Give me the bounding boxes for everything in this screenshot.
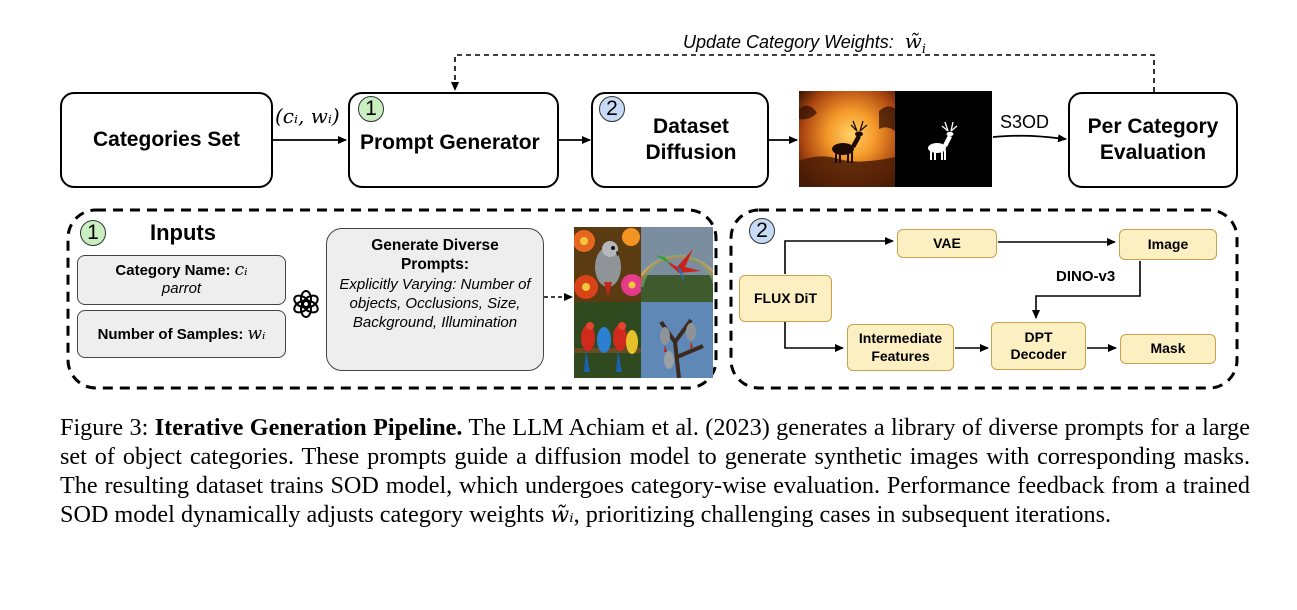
parrots-group-graphic xyxy=(574,302,641,378)
intermediate-line2: Features xyxy=(871,347,930,364)
categories-set-box: Categories Set xyxy=(60,92,273,188)
feedback-label-text: Update Category Weights: xyxy=(683,32,894,52)
caption-prefix: Figure 3: xyxy=(60,414,155,441)
mask-box: Mask xyxy=(1120,334,1216,364)
parrots-tree-graphic xyxy=(641,302,713,378)
category-name-value: parrot xyxy=(161,280,202,297)
intermediate-line1: Intermediate xyxy=(858,330,943,346)
feedback-loop-arrow xyxy=(451,54,1155,92)
inputs-title: Inputs xyxy=(150,220,216,245)
caption-text-2: , prioritizing challenging cases in subs… xyxy=(573,501,1112,528)
categories-set-label: Categories Set xyxy=(92,127,241,151)
dataset-diffusion-line1: Dataset xyxy=(653,114,729,138)
feedback-weight-symbol: w̃i xyxy=(904,29,926,57)
generated-deer-image xyxy=(799,91,895,187)
per-category-line2: Evaluation xyxy=(1099,141,1207,164)
category-name-card: Category Name: cᵢ parrot xyxy=(77,255,286,305)
flux-dit-box: FLUX DiT xyxy=(739,275,832,322)
caption-text-1: The LLM Achiam et al. (2023) generates a… xyxy=(60,414,1250,528)
per-category-evaluation-box: Per Category Evaluation xyxy=(1068,92,1238,188)
sample-image-parrots-group xyxy=(574,302,641,378)
prompt-title-line2: Prompts: xyxy=(400,255,470,273)
arrow-flux-to-features xyxy=(784,322,844,352)
panel2-border xyxy=(729,208,1239,390)
image-box: Image xyxy=(1119,229,1217,260)
sample-image-parrot-flowers xyxy=(574,227,641,302)
deer-mask-graphic xyxy=(928,121,958,160)
category-name-symbol: cᵢ xyxy=(234,260,248,280)
caption-bold-title: Iterative Generation Pipeline. xyxy=(154,414,463,441)
intermediate-features-box: Intermediate Features xyxy=(847,324,954,371)
samples-label: Number of Samples: xyxy=(97,325,244,343)
panel1-border xyxy=(66,208,718,390)
arrow-image-to-dpt xyxy=(1032,261,1141,319)
prompt-body: Explicitly Varying: Number of objects, O… xyxy=(339,276,531,331)
dataset-diffusion-box: Dataset Diffusion xyxy=(591,92,769,188)
llm-knot-graphic xyxy=(293,290,319,318)
sample-image-parrots-tree xyxy=(641,302,713,378)
arrow-s3od-to-evaluation xyxy=(992,134,1067,143)
sample-image-parrot-rainbow xyxy=(641,227,713,302)
badge-1-panel: 1 xyxy=(80,220,106,246)
badge-1-top: 1 xyxy=(358,96,384,122)
per-category-line1: Per Category xyxy=(1087,114,1219,138)
prompt-title-line1: Generate Diverse xyxy=(371,237,499,254)
deer-scene-graphic xyxy=(799,91,895,187)
dpt-decoder-box: DPT Decoder xyxy=(991,322,1086,370)
badge-2-panel: 2 xyxy=(749,218,775,244)
generate-prompts-card: Generate Diverse Prompts: Explicitly Var… xyxy=(326,228,544,371)
feedback-weight-w: w̃ xyxy=(904,29,922,53)
dataset-diffusion-line2: Diffusion xyxy=(645,141,737,164)
input-arrow-label: (cᵢ, wᵢ) xyxy=(275,104,340,128)
feedback-weight-sub: i xyxy=(921,42,927,57)
parrot-rainbow-graphic xyxy=(641,227,713,302)
prompt-generator-label: Prompt Generator xyxy=(360,130,540,154)
category-name-label: Category Name: xyxy=(115,262,231,279)
dino-v3-label: DINO-v3 xyxy=(1056,268,1116,285)
caption-weight-symbol: w̃ᵢ xyxy=(550,503,574,528)
arrow-flux-to-vae xyxy=(784,237,894,274)
dpt-line1: DPT xyxy=(1024,328,1053,345)
number-of-samples-card: Number of Samples: wᵢ xyxy=(77,310,286,358)
deer-mask-image xyxy=(895,91,992,187)
dpt-line2: Decoder xyxy=(1010,346,1067,362)
badge-2-top: 2 xyxy=(599,96,625,122)
s3od-label: S3OD xyxy=(1000,112,1050,132)
vae-box: VAE xyxy=(897,229,997,258)
samples-symbol: wᵢ xyxy=(247,324,266,344)
feedback-label: Update Category Weights: w̃i xyxy=(683,29,926,57)
openai-logo-icon xyxy=(291,289,321,319)
parrot-flowers-graphic xyxy=(574,227,641,302)
figure-caption: Figure 3: Iterative Generation Pipeline.… xyxy=(60,413,1250,530)
